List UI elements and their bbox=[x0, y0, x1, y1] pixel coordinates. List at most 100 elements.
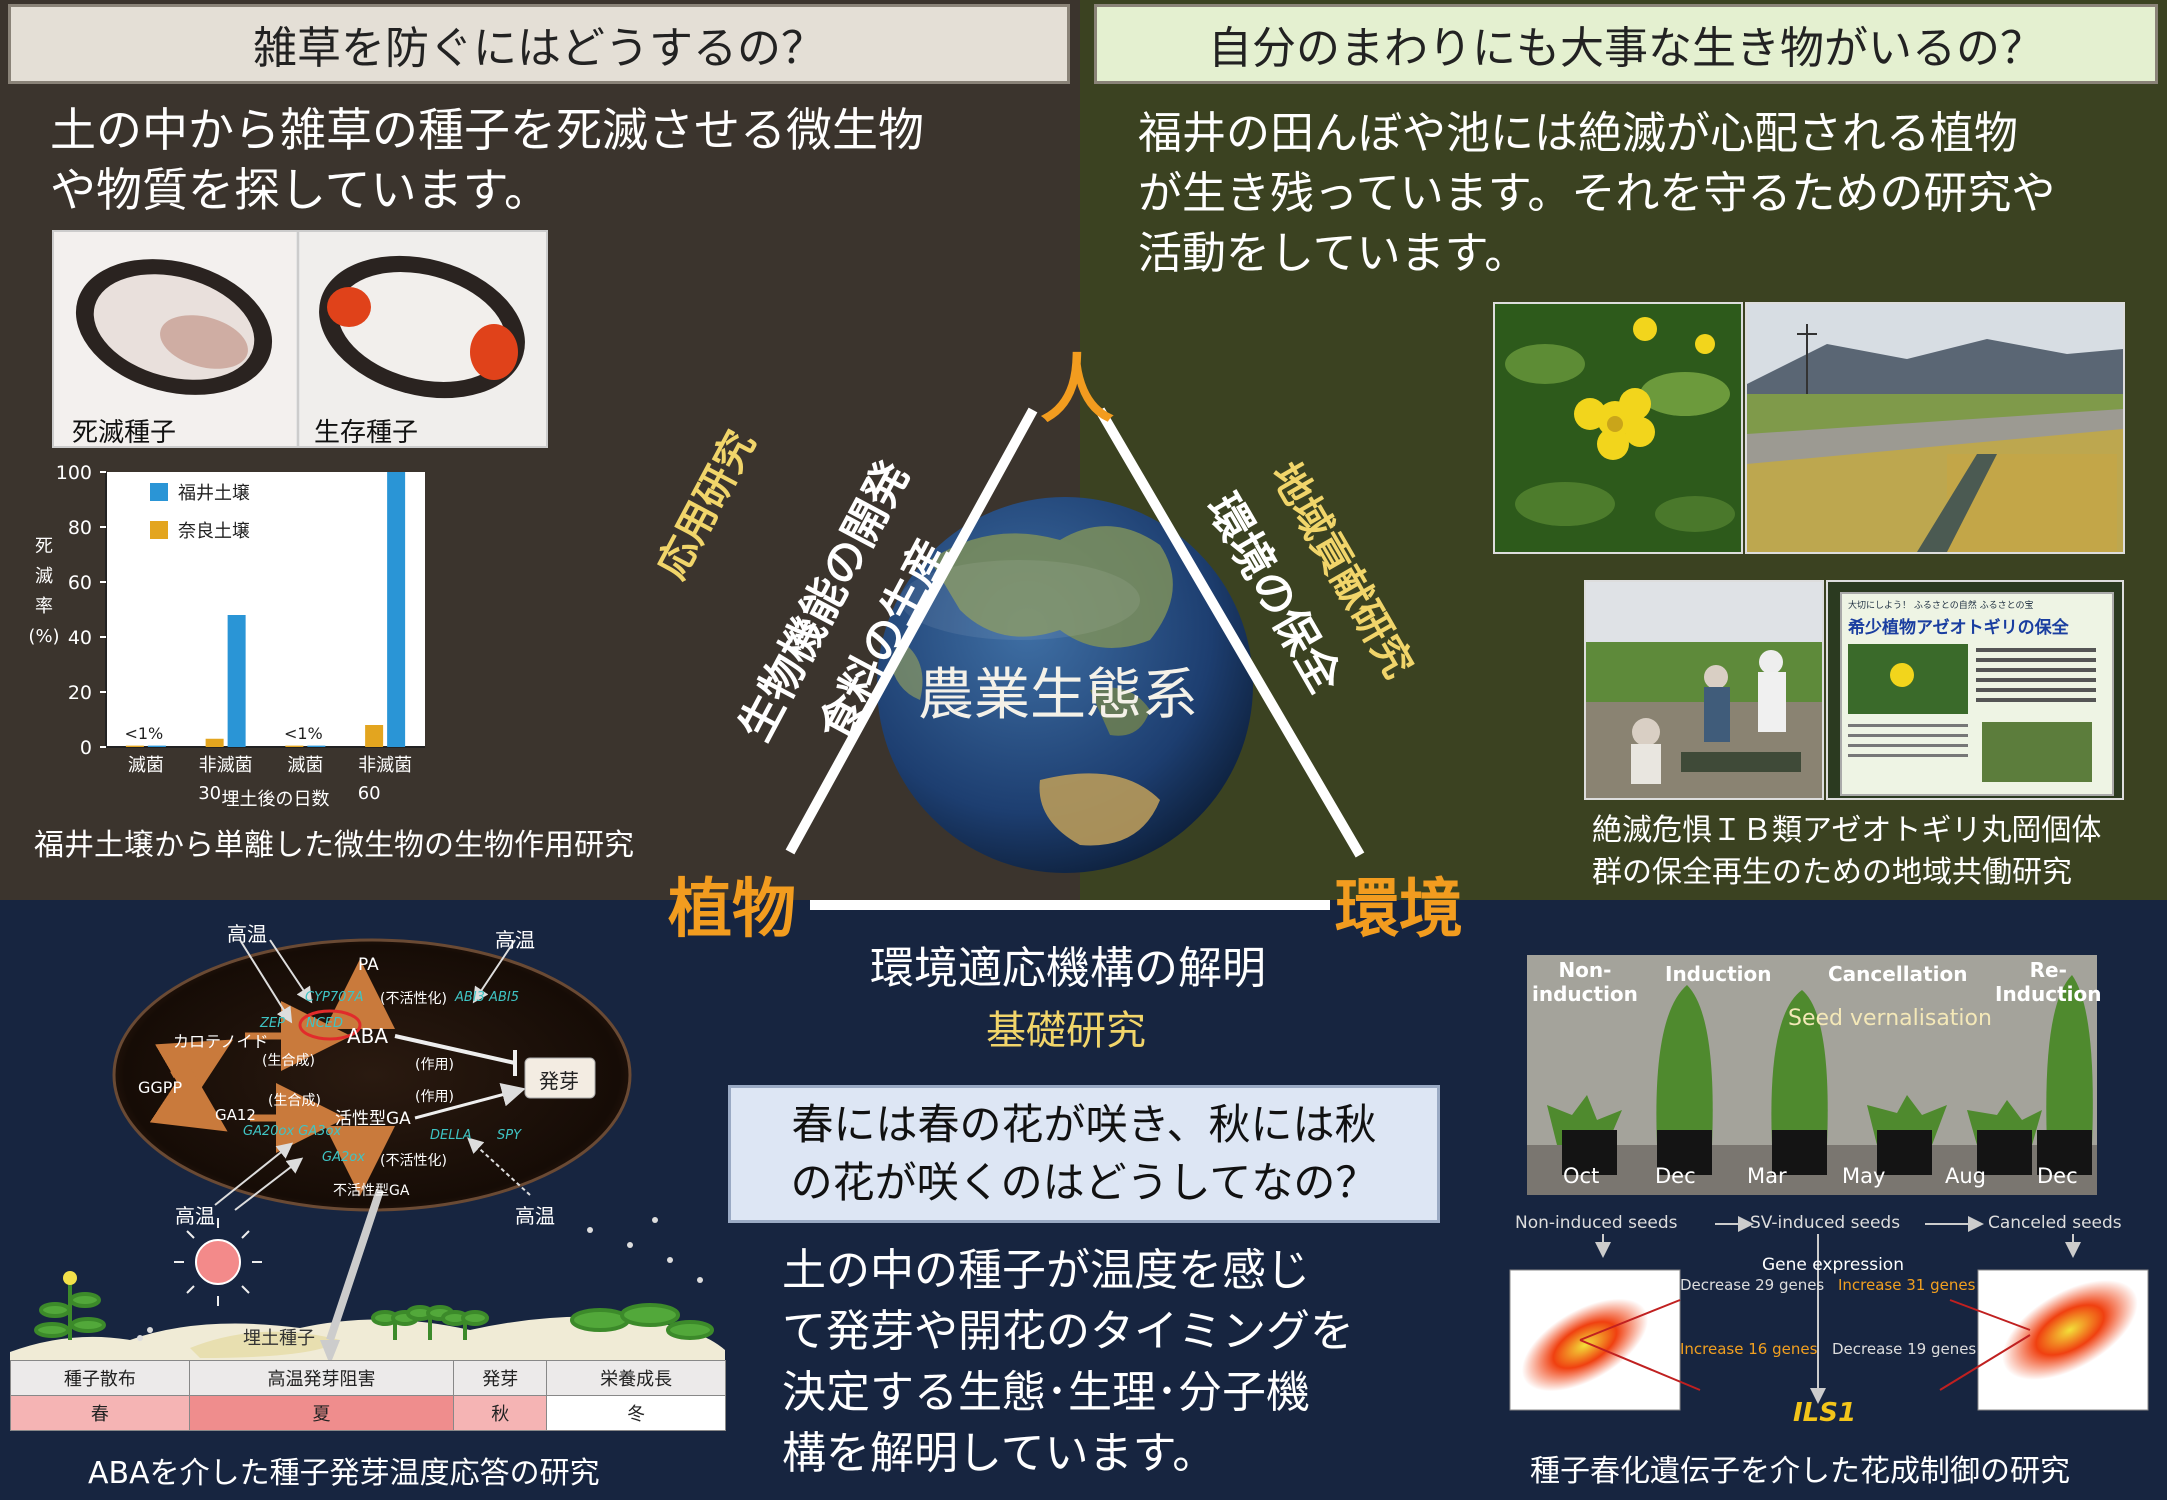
month-dec-2: Dec bbox=[2037, 1164, 2078, 1188]
top-left-lead-line2: や物質を探しています。 bbox=[50, 163, 551, 217]
germination-label: 発芽 bbox=[539, 1069, 579, 1093]
triangle-right-edge bbox=[1095, 407, 1365, 858]
nced-highlight bbox=[298, 1009, 362, 1041]
gene-expression-label: Gene expression bbox=[1762, 1255, 1904, 1275]
x-axis-label: 埋土後の日数 bbox=[222, 789, 330, 810]
biosynthesis-1: (生合成) bbox=[262, 1053, 315, 1069]
legend-swatch-1 bbox=[150, 521, 168, 539]
legend-swatch-0 bbox=[150, 483, 168, 501]
answer-line2: て発芽や開花のタイミングを bbox=[782, 1306, 1354, 1357]
high-temp-3: 高温 bbox=[175, 1204, 215, 1228]
aba-pathway-diagram bbox=[10, 938, 725, 1365]
aba-label: ABA bbox=[347, 1024, 389, 1048]
stage-non-induction: Non- induction bbox=[1532, 958, 1638, 1006]
decrease-29-label: Decrease 29 genes bbox=[1680, 1276, 1825, 1294]
plants bbox=[34, 1271, 714, 1340]
stage-cancellation: Cancellation bbox=[1828, 962, 1968, 986]
sign-header: 大切にしよう！ ふるさとの自然 ふるさとの宝 bbox=[1848, 601, 2034, 611]
sun-icon bbox=[195, 1239, 241, 1285]
top-right-lead-line1: 福井の田んぼや池には絶滅が心配される植物 bbox=[1138, 108, 2018, 159]
top-right-banner-text: 自分のまわりにも大事な生き物がいるの？ bbox=[1208, 23, 2044, 74]
group-label-60: 60 bbox=[358, 783, 381, 804]
month-mar: Mar bbox=[1747, 1164, 1787, 1188]
season-summer: 夏 bbox=[188, 1395, 455, 1431]
bottom-left-caption: ABAを介した種子発芽温度応答の研究 bbox=[88, 1456, 600, 1491]
fieldwork-photo bbox=[1584, 580, 1824, 800]
globe-label: 農業生態系 bbox=[918, 663, 1198, 728]
y-tick-label: 0 bbox=[80, 737, 92, 759]
apex-human: 人 bbox=[1040, 347, 1114, 433]
conservation-sign-photo: 大切にしよう！ ふるさとの自然 ふるさとの宝 希少植物アゼオトギリの保全 bbox=[1826, 580, 2124, 800]
inactivation-2: (不活性化) bbox=[380, 1153, 447, 1169]
pa-label: PA bbox=[358, 955, 379, 975]
stage-germination: 発芽 bbox=[453, 1360, 548, 1396]
x-category-label: 滅菌 bbox=[128, 755, 164, 776]
season-winter: 冬 bbox=[546, 1395, 726, 1431]
seed-vernalisation-label: Seed vernalisation bbox=[1788, 1006, 1992, 1031]
bar-1-1 bbox=[205, 738, 224, 747]
question-box: 春には春の花が咲き、秋には秋 の花が咲くのはどうしてなの？ bbox=[728, 1085, 1440, 1223]
ils1-gene-label: ILS1 bbox=[1793, 1398, 1857, 1428]
answer-line3: 決定する生態･生理･分子機 bbox=[782, 1367, 1310, 1418]
month-labels: Oct Dec Mar May Aug Dec bbox=[1527, 1164, 2097, 1194]
sign-content bbox=[1848, 644, 2096, 782]
globe-land-australia bbox=[1039, 773, 1160, 846]
y-axis-label: 滅 bbox=[35, 566, 53, 587]
dead-seed-label: 死滅種子 bbox=[72, 418, 177, 448]
stage-re-induction: Re- Induction bbox=[1995, 958, 2102, 1006]
action-1: (作用) bbox=[415, 1057, 454, 1073]
live-seed-interior bbox=[337, 272, 507, 382]
top-right-caption-line2: 群の保全再生のための地域共働研究 bbox=[1592, 855, 2072, 890]
annotation-lt1: <1% bbox=[124, 724, 163, 743]
germination-box bbox=[524, 1057, 596, 1099]
flower-photo bbox=[1493, 302, 1743, 554]
increase-31-label: Increase 31 genes bbox=[1838, 1276, 1976, 1294]
y-tick-label: 40 bbox=[68, 627, 92, 649]
seed-photos: 死滅種子 生存種子 bbox=[52, 230, 548, 448]
stage-heat-inhibition: 高温発芽阻害 bbox=[188, 1360, 455, 1396]
annotation-lt1: <1% bbox=[284, 724, 323, 743]
ga12-label: GA12 bbox=[215, 1106, 256, 1124]
inactive-ga-label: 不活性型GA bbox=[333, 1183, 410, 1199]
month-dec-1: Dec bbox=[1655, 1164, 1696, 1188]
top-right-caption-line1: 絶滅危惧ＩＢ類アゼオトギリ丸岡個体 bbox=[1592, 813, 2102, 848]
cyp707a-label: CYP707A bbox=[305, 990, 364, 1005]
y-axis-label: 死 bbox=[35, 536, 53, 557]
flow-canceled: Canceled seeds bbox=[1988, 1213, 2122, 1233]
top-left-lead: 土の中から雑草の種子を死滅させる微生物 や物質を探しています。 bbox=[50, 100, 924, 220]
apex-plant: 植物 bbox=[668, 873, 796, 947]
top-left-banner-text: 雑草を防ぐにはどうするの？ bbox=[253, 23, 825, 74]
flow-sv-induced: SV-induced seeds bbox=[1750, 1213, 1901, 1233]
month-may: May bbox=[1842, 1164, 1886, 1188]
top-right-banner: 自分のまわりにも大事な生き物がいるの？ bbox=[1094, 4, 2158, 84]
nced-label: NCED bbox=[306, 1016, 344, 1031]
live-seed-embryo bbox=[327, 287, 371, 327]
vernalisation-photo bbox=[1527, 955, 2097, 1195]
month-aug: Aug bbox=[1945, 1164, 1987, 1188]
active-ga-label: 活性型GA bbox=[335, 1109, 411, 1129]
buried-seed-label: 埋土種子 bbox=[243, 1328, 315, 1349]
abi-label: ABI3 ABI5 bbox=[455, 990, 519, 1005]
increase-16-label: Increase 16 genes bbox=[1680, 1340, 1818, 1358]
buried-seed-arrow bbox=[320, 1340, 340, 1365]
high-temp-4: 高温 bbox=[515, 1204, 555, 1228]
legend-label-1: 奈良土壌 bbox=[178, 521, 250, 542]
y-tick-label: 60 bbox=[68, 572, 92, 594]
high-temp-2: 高温 bbox=[495, 928, 535, 952]
soil-ground bbox=[10, 1316, 725, 1360]
seed-photo-drawing bbox=[54, 232, 546, 446]
sign-board: 大切にしよう！ ふるさとの自然 ふるさとの宝 希少植物アゼオトギリの保全 bbox=[1840, 592, 2114, 796]
top-left-lead-line1: 土の中から雑草の種子を死滅させる微生物 bbox=[50, 103, 924, 157]
paddy-landscape-photo bbox=[1745, 302, 2125, 554]
question-line2: の花が咲くのはどうしてなの？ bbox=[790, 1158, 1378, 1207]
plant-pots-drawing bbox=[1527, 955, 2097, 1195]
y-tick-label: 20 bbox=[68, 682, 92, 704]
live-seed-label: 生存種子 bbox=[314, 418, 419, 448]
x-category-label: 非滅菌 bbox=[358, 755, 412, 776]
bar-0-1 bbox=[227, 615, 246, 747]
bar-1-2 bbox=[285, 745, 304, 747]
flow-non-induced: Non-induced seeds bbox=[1515, 1213, 1678, 1233]
